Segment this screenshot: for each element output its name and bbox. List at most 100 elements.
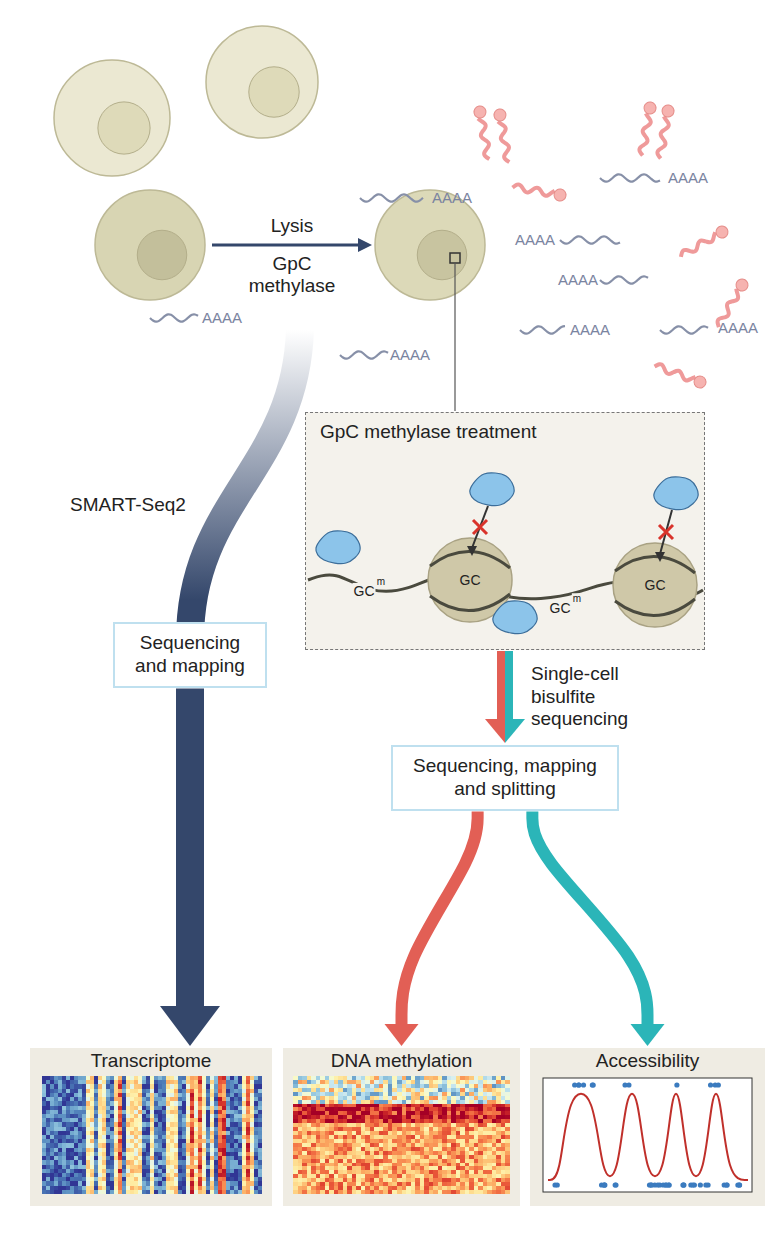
expression-cell [150, 1148, 154, 1153]
expression-cell [142, 1181, 146, 1186]
expression-cell [198, 1101, 202, 1106]
expression-cell [206, 1139, 210, 1144]
methylation-cell [325, 1092, 330, 1096]
expression-cell [62, 1169, 66, 1174]
methylation-cell [392, 1092, 397, 1096]
expression-cell [130, 1152, 134, 1157]
expression-cell [154, 1093, 158, 1098]
expression-cell [154, 1143, 158, 1148]
histone [613, 543, 697, 627]
methylation-cell [483, 1080, 488, 1084]
expression-cell [50, 1122, 54, 1127]
expression-cell [198, 1118, 202, 1123]
methylation-cell [411, 1096, 416, 1100]
expression-cell [74, 1139, 78, 1144]
methylation-cell [320, 1076, 325, 1080]
expression-cell [162, 1177, 166, 1182]
expression-cell [174, 1076, 178, 1081]
methylation-cell [415, 1092, 420, 1096]
expression-cell [178, 1097, 182, 1102]
expression-cell [110, 1106, 114, 1111]
expression-cell [190, 1097, 194, 1102]
expression-cell [242, 1190, 246, 1195]
expression-cell [210, 1139, 214, 1144]
expression-cell [242, 1101, 246, 1106]
expression-cell [150, 1131, 154, 1136]
expression-cell [110, 1143, 114, 1148]
expression-cell [126, 1101, 130, 1106]
expression-cell [134, 1127, 138, 1132]
expression-cell [230, 1165, 234, 1170]
expression-cell [54, 1084, 58, 1089]
expression-cell [82, 1106, 86, 1111]
expression-cell [122, 1122, 126, 1127]
expression-cell [190, 1101, 194, 1106]
expression-cell [206, 1169, 210, 1174]
protein-head [734, 277, 750, 293]
expression-cell [102, 1156, 106, 1161]
expression-cell [202, 1118, 206, 1123]
expression-cell [102, 1173, 106, 1178]
expression-cell [126, 1084, 130, 1089]
expression-cell [258, 1160, 262, 1165]
methylation-cell [293, 1076, 298, 1080]
expression-cell [138, 1093, 142, 1098]
expression-cell [110, 1181, 114, 1186]
expression-cell [238, 1118, 242, 1123]
expression-cell [42, 1097, 46, 1102]
expression-cell [122, 1165, 126, 1170]
expression-cell [110, 1139, 114, 1144]
expression-cell [234, 1143, 238, 1148]
methylation-cell [311, 1080, 316, 1084]
methylation-cell [370, 1080, 375, 1084]
expression-cell [254, 1089, 258, 1094]
expression-cell [186, 1186, 190, 1191]
expression-cell [82, 1143, 86, 1148]
expression-cell [258, 1110, 262, 1115]
expression-cell [90, 1089, 94, 1094]
expression-cell [218, 1169, 222, 1174]
expression-cell [50, 1156, 54, 1161]
methylation-cell [460, 1088, 465, 1092]
expression-cell [194, 1093, 198, 1098]
expression-cell [62, 1122, 66, 1127]
expression-cell [114, 1173, 118, 1178]
expression-cell [54, 1110, 58, 1115]
methylation-cell [505, 1076, 510, 1080]
methylation-cell [388, 1096, 393, 1100]
methylation-cell [316, 1080, 321, 1084]
expression-cell [114, 1114, 118, 1119]
expression-cell [142, 1110, 146, 1115]
expression-cell [238, 1181, 242, 1186]
expression-cell [206, 1097, 210, 1102]
expression-cell [78, 1156, 82, 1161]
expression-cell [118, 1139, 122, 1144]
expression-cell [86, 1173, 90, 1178]
expression-cell [94, 1114, 98, 1119]
expression-cell [182, 1148, 186, 1153]
expression-cell [78, 1076, 82, 1081]
expression-cell [210, 1076, 214, 1081]
methylation-cell [411, 1080, 416, 1084]
expression-cell [170, 1089, 174, 1094]
expression-cell [138, 1118, 142, 1123]
expression-cell [42, 1089, 46, 1094]
expression-cell [194, 1084, 198, 1089]
methylation-cell [433, 1104, 438, 1108]
protein [493, 108, 514, 163]
expression-cell [190, 1165, 194, 1170]
expression-cell [258, 1177, 262, 1182]
expression-cell [158, 1190, 162, 1195]
expression-cell [162, 1093, 166, 1098]
protein [677, 224, 730, 261]
expression-cell [90, 1080, 94, 1085]
expression-cell [138, 1143, 142, 1148]
expression-cell [186, 1101, 190, 1106]
expression-cell [114, 1110, 118, 1115]
methylation-cell [496, 1092, 501, 1096]
expression-cell [90, 1122, 94, 1127]
expression-cell [250, 1097, 254, 1102]
methylation-cell [456, 1080, 461, 1084]
expression-cell [158, 1110, 162, 1115]
expression-cell [222, 1156, 226, 1161]
